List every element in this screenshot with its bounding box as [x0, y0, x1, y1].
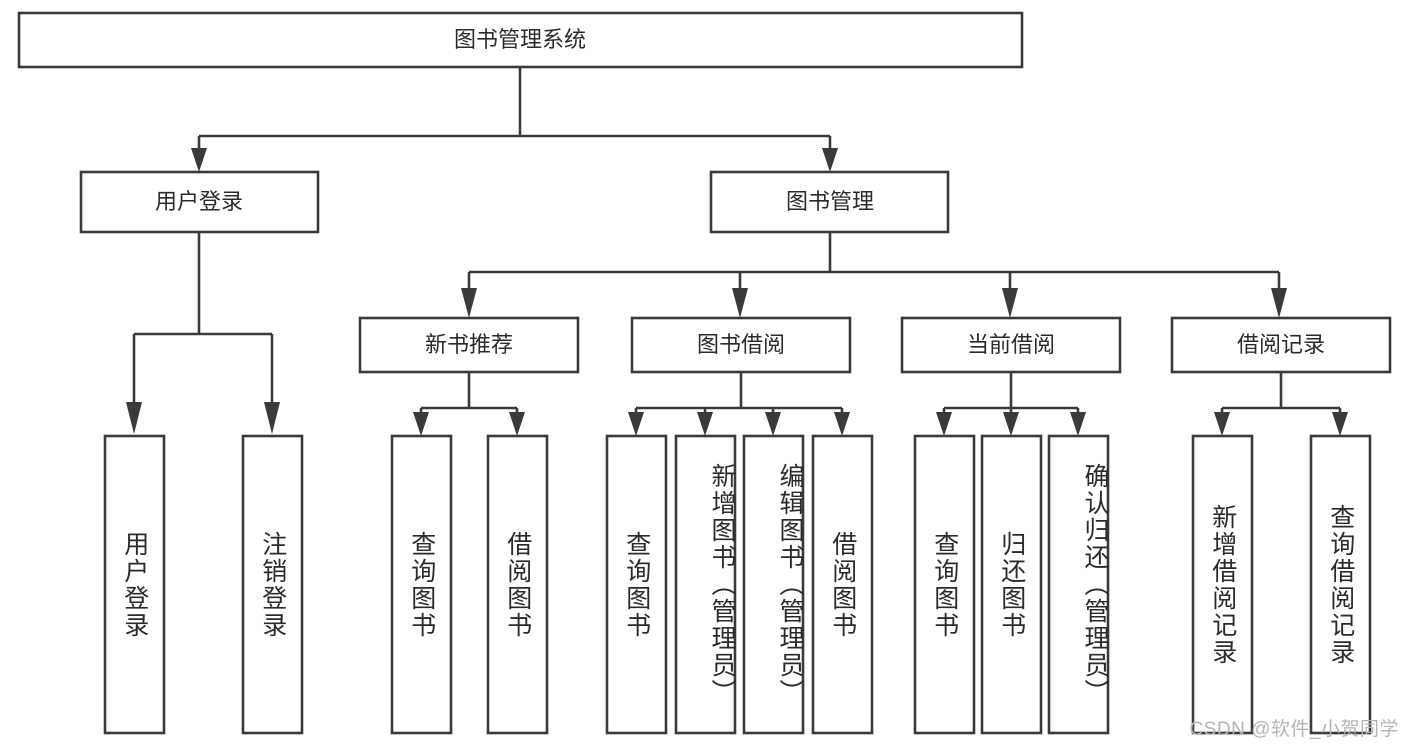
leaf-box-user-login[interactable]	[103, 434, 166, 735]
arrow-to-book-borrow-icon	[732, 288, 748, 318]
arrow-leaf-edit-book-icon	[765, 412, 781, 436]
arrow-leaf-borrow-book-2-icon	[834, 412, 850, 436]
node-current-borrow-box	[900, 316, 1122, 374]
leaf-box-query-book-3[interactable]	[913, 434, 976, 735]
arrow-leaf-query-book-3-icon	[936, 412, 952, 436]
node-title[interactable]: 图书管理系统	[17, 11, 1024, 69]
arrow-leaf-add-record-icon	[1214, 412, 1230, 436]
leaf-box-return-book[interactable]	[980, 434, 1043, 735]
node-new-book-recommend-label: 新书推荐	[425, 332, 513, 357]
arrow-to-current-borrow-icon	[1002, 288, 1018, 318]
arrow-leaf-logout-icon	[264, 402, 280, 434]
leaf-box-add-book[interactable]	[674, 434, 737, 735]
leaf-box-add-record[interactable]	[1191, 434, 1254, 735]
leaf-box-borrow-book-1[interactable]	[486, 434, 549, 735]
arrow-leaf-return-book-icon	[1003, 412, 1019, 436]
node-book-borrow-box	[630, 316, 852, 374]
arrow-to-user-login-icon	[191, 148, 207, 172]
node-new-book-recommend-box	[358, 316, 580, 374]
leaf-box-borrow-book-2[interactable]	[811, 434, 874, 735]
arrow-leaf-query-record-icon	[1332, 412, 1348, 436]
arrow-leaf-user-login-icon	[126, 402, 142, 434]
leaf-box-logout[interactable]	[241, 434, 304, 735]
arrow-leaf-query-book-2-icon	[628, 412, 644, 436]
watermark-text: CSDN @软件_小贺同学	[1189, 719, 1399, 740]
node-book-management[interactable]: 图书管理	[709, 170, 950, 234]
arrow-to-borrow-record-icon	[1271, 288, 1287, 318]
node-user-login-label: 用户登录	[155, 189, 243, 214]
node-book-management-label: 图书管理	[786, 189, 874, 214]
leaf-box-query-book-1[interactable]	[390, 434, 453, 735]
node-borrow-record-box	[1170, 316, 1392, 374]
arrow-leaf-query-book-1-icon	[413, 412, 429, 436]
arrow-leaf-borrow-book-1-icon	[509, 412, 525, 436]
node-title-box	[17, 11, 1024, 69]
node-borrow-record-label: 借阅记录	[1237, 332, 1325, 357]
node-current-borrow[interactable]: 当前借阅	[900, 316, 1122, 374]
leaf-box-edit-book[interactable]	[742, 434, 805, 735]
node-book-borrow[interactable]: 图书借阅	[630, 316, 852, 374]
node-title-label: 图书管理系统	[454, 27, 586, 52]
leaf-box-confirm-return[interactable]	[1047, 434, 1110, 735]
node-book-borrow-label: 图书借阅	[697, 332, 785, 357]
node-current-borrow-label: 当前借阅	[967, 332, 1055, 357]
node-book-management-box	[709, 170, 950, 234]
arrow-leaf-add-book-icon	[697, 412, 713, 436]
leaf-box-query-book-2[interactable]	[605, 434, 668, 735]
arrow-to-new-book-icon	[461, 288, 477, 318]
node-borrow-record[interactable]: 借阅记录	[1170, 316, 1392, 374]
node-new-book-recommend[interactable]: 新书推荐	[358, 316, 580, 374]
arrow-leaf-confirm-return-icon	[1070, 412, 1086, 436]
node-user-login[interactable]: 用户登录	[79, 170, 320, 234]
arrow-to-book-management-icon	[822, 148, 838, 172]
leaf-box-query-record[interactable]	[1309, 434, 1372, 735]
